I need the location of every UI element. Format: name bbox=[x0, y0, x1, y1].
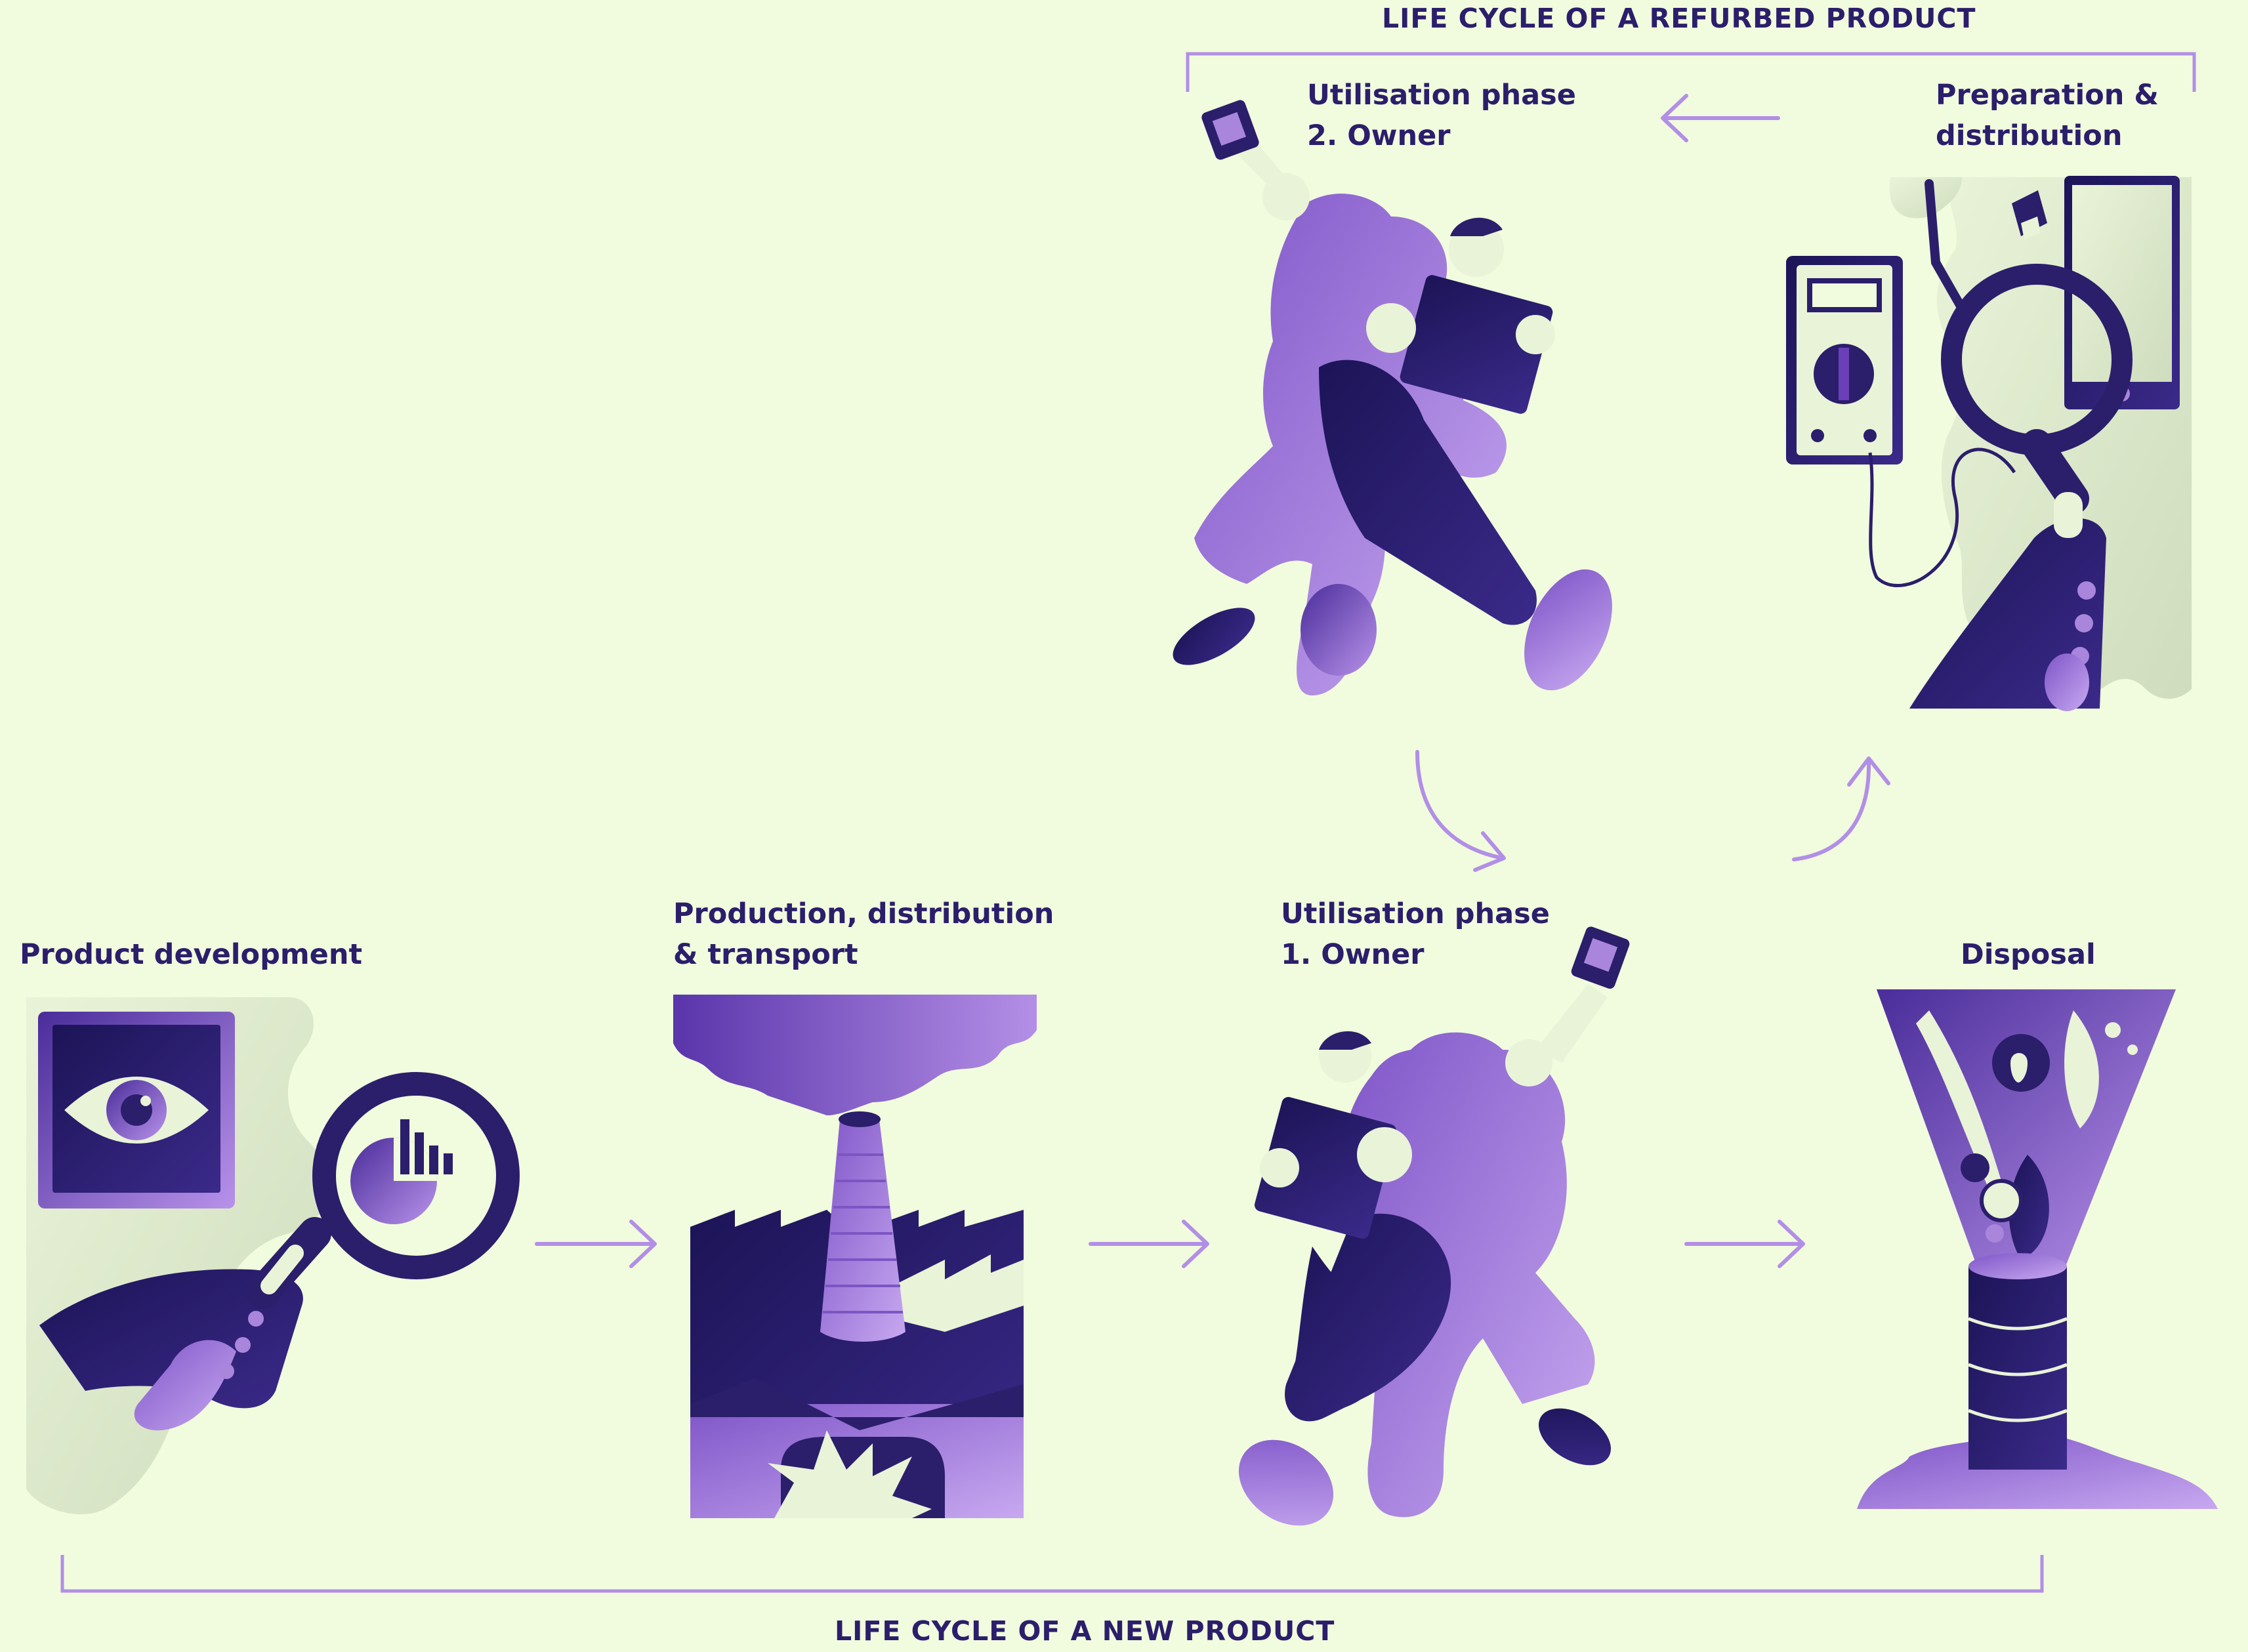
factory-chimney-icon bbox=[673, 995, 1037, 1518]
new-cycle-bracket bbox=[60, 1555, 2044, 1593]
stage-label-line: Disposal bbox=[1961, 938, 2096, 971]
new-cycle-title: LIFE CYCLE OF A NEW PRODUCT bbox=[835, 1615, 1335, 1647]
people-with-devices-icon bbox=[1238, 926, 1630, 1526]
curved-arrow-down-icon bbox=[1415, 750, 1506, 872]
arrow-right-icon bbox=[535, 1220, 657, 1268]
stage-label-line: Production, distribution bbox=[673, 898, 1054, 930]
refurbed-cycle-bracket bbox=[1186, 52, 2196, 92]
stage-preparation-label: Preparation & distribution bbox=[1936, 75, 2159, 156]
stage-label-line: 1. Owner bbox=[1281, 938, 1425, 971]
stage-product-development-label: Product development bbox=[20, 934, 362, 975]
stage-label-line: Product development bbox=[20, 938, 363, 971]
refurbed-cycle-title: LIFE CYCLE OF A REFURBED PRODUCT bbox=[1382, 3, 1976, 34]
stage-utilisation-2-label: Utilisation phase 2. Owner bbox=[1307, 75, 1576, 156]
curved-arrow-up-icon bbox=[1792, 756, 1890, 861]
arrow-left-icon bbox=[1661, 94, 1780, 142]
stage-label-line: distribution bbox=[1936, 119, 2123, 152]
stage-disposal-label: Disposal bbox=[1961, 934, 2096, 975]
stage-production-label: Production, distribution & transport bbox=[673, 894, 1054, 975]
stage-label-line: 2. Owner bbox=[1307, 119, 1451, 152]
eye-and-magnifier-icon bbox=[26, 997, 520, 1515]
stage-label-line: Utilisation phase bbox=[1307, 79, 1576, 112]
stage-utilisation-1-label: Utilisation phase 1. Owner bbox=[1281, 894, 1550, 975]
people-with-devices-icon bbox=[1173, 100, 1612, 695]
multimeter-and-phone-icon bbox=[1786, 176, 2192, 711]
stage-label-line: Preparation & bbox=[1936, 79, 2159, 112]
stage-label-line: Utilisation phase bbox=[1281, 898, 1550, 930]
arrow-right-icon bbox=[1089, 1220, 1209, 1268]
stage-label-line: & transport bbox=[673, 938, 858, 971]
waste-funnel-icon bbox=[1857, 989, 2218, 1509]
arrow-right-icon bbox=[1684, 1220, 1805, 1268]
